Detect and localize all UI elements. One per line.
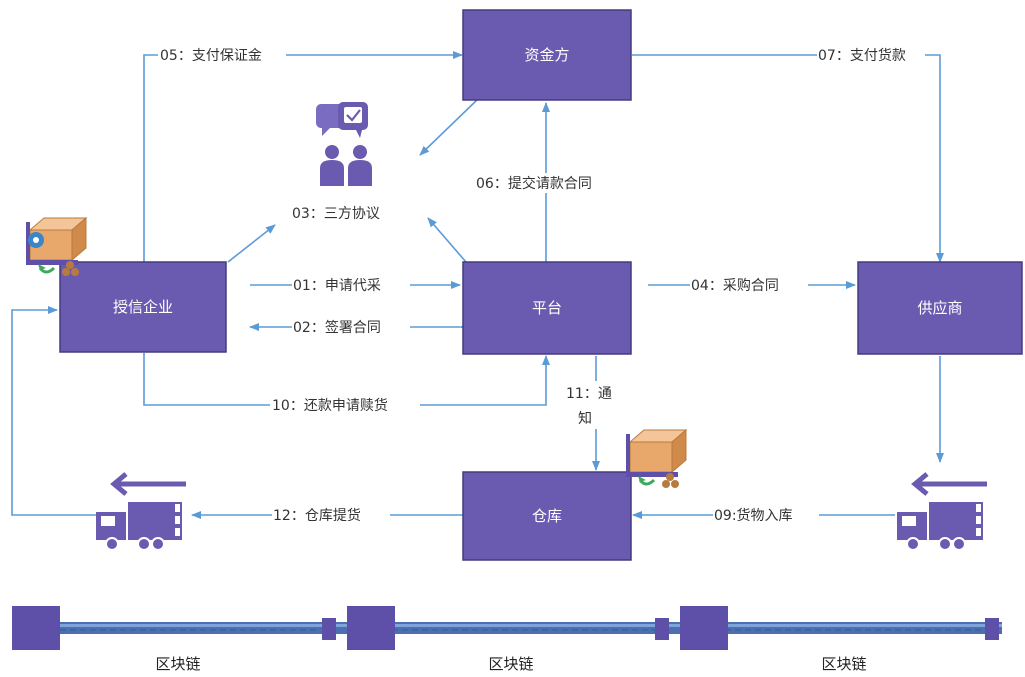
edge-05-label: 05：支付保证金 <box>160 48 262 64</box>
chain-block-3 <box>680 606 728 650</box>
goods-cart-icon <box>626 428 688 488</box>
node-warehouse-label: 仓库 <box>532 507 562 525</box>
chain-block-2 <box>347 606 395 650</box>
edge-04-label: 04：采购合同 <box>691 278 779 294</box>
edge-enterprise-agreement-line <box>227 224 276 263</box>
edge-12-label: 12：仓库提货 <box>273 507 361 524</box>
blockchain-label-2: 区块链 <box>488 655 533 673</box>
edge-11-label-line1: 11：通 <box>566 386 612 402</box>
node-credit-enterprise-label: 授信企业 <box>113 298 173 316</box>
people-discussion-icon <box>316 102 372 186</box>
edge-platform-agreement-line <box>427 217 467 263</box>
node-supplier: 供应商 <box>857 261 1023 355</box>
node-funder: 资金方 <box>462 9 632 101</box>
edge-06-label: 06：提交请款合同 <box>476 175 592 192</box>
chain-link-highlight <box>30 624 1002 627</box>
edge-labels: 05：支付保证金 07：支付货款 06：提交请款合同 03：三方协议 01：申请… <box>158 45 925 525</box>
edge-10-label: 10：还款申请赎货 <box>272 397 388 414</box>
node-platform: 平台 <box>462 261 632 355</box>
edge-09-label: 09:货物入库 <box>714 507 793 524</box>
truck-icon <box>897 472 987 551</box>
node-warehouse: 仓库 <box>462 471 632 561</box>
blockchain-label-3: 区块链 <box>821 655 866 673</box>
edge-funder-agreement-line <box>419 99 478 156</box>
node-supplier-label: 供应商 <box>917 299 962 317</box>
blockchain: 区块链 区块链 区块链 <box>12 606 1002 673</box>
goods-cart-icon <box>26 216 88 276</box>
blockchain-label-1: 区块链 <box>155 655 200 673</box>
edge-01-label: 01：申请代采 <box>293 278 381 294</box>
edge-07-label: 07：支付货款 <box>818 47 906 64</box>
node-funder-label: 资金方 <box>524 46 569 64</box>
edge-truck-enterprise-line <box>11 306 96 516</box>
edge-11-label-line2: 知 <box>578 410 592 427</box>
edge-03-label: 03：三方协议 <box>292 206 380 222</box>
chain-connector-3 <box>985 618 999 640</box>
chain-block-1 <box>12 606 60 650</box>
edge-07-line <box>632 54 944 263</box>
chain-link-bar <box>30 622 1002 634</box>
edge-02-label: 02：签署合同 <box>293 319 381 336</box>
node-credit-enterprise: 授信企业 <box>59 261 227 353</box>
edge-05-line <box>143 51 463 262</box>
chain-connector-2 <box>655 618 669 640</box>
node-platform-label: 平台 <box>532 299 562 317</box>
truck-icon <box>96 472 186 551</box>
chain-connector-1 <box>322 618 336 640</box>
